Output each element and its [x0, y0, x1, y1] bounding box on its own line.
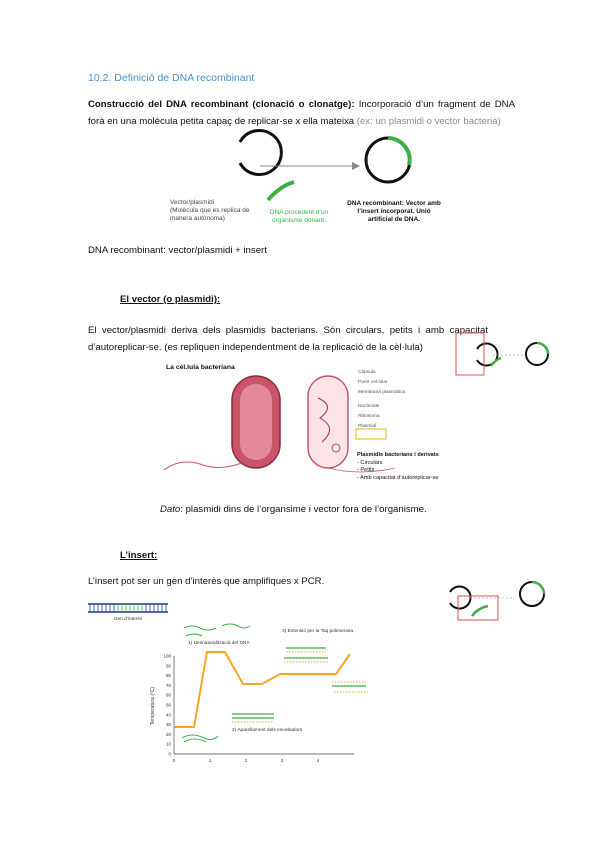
- extension-strands-icon: [284, 647, 368, 693]
- denatured-strands-icon: [183, 623, 251, 637]
- intro-text: Incorporació d’un fragment de DNA forà e…: [88, 99, 516, 127]
- thumb-vector-icon: [476, 342, 499, 367]
- insert-thumb-fragment-icon: [471, 604, 489, 617]
- thumb-insert-icon: [536, 341, 550, 355]
- label-nucleoide: Nucleoide: [358, 404, 380, 409]
- vector-title: Vector/plasmidi: [170, 199, 215, 206]
- insert-thumb-insert-icon: [531, 580, 546, 595]
- flagellum-2-icon: [327, 467, 396, 473]
- arrow-head-icon: [352, 162, 360, 170]
- section-title: 10.2. Definició de DNA recombinant: [88, 72, 255, 84]
- insert-thumb-vector-icon: [449, 585, 472, 610]
- step3-label: 3) Extensió per la Taq polimerasa: [282, 628, 353, 634]
- pcr-y-tick-label: 50: [166, 703, 172, 708]
- flagellum-icon: [163, 461, 245, 471]
- vector-plasmid-icon: [238, 129, 283, 176]
- plasmid-icon: [331, 443, 341, 453]
- plasmid-highlight-box: [355, 428, 387, 440]
- bacteria-labels: Càpsula Paret cel·lular Membrana plasmàt…: [358, 368, 405, 432]
- intro-paragraph: Construcció del DNA recombinant (clonaci…: [88, 96, 515, 130]
- bacteria-title: La cèl.lula bacteriana: [166, 364, 235, 371]
- insert-thumb-diagram: [449, 580, 546, 621]
- pcr-y-tick-label: 80: [166, 673, 172, 678]
- dato-text: : plasmidi dins de l’organsime i vector …: [180, 504, 427, 515]
- insert-segment-icon: [387, 136, 412, 166]
- plasmid-list-heading: Plasmidis bacterians i derivats: [357, 452, 439, 458]
- recombinant-caption: DNA recombinant: Vector amb l’insert inc…: [347, 200, 441, 223]
- insert-thumb-red-box: [457, 595, 499, 621]
- recombinant-diagram: [238, 129, 412, 202]
- insert-paragraph: L’insert pot ser un gen d’interès que am…: [88, 576, 325, 587]
- pcr-y-tick-label: 100: [163, 654, 171, 659]
- thumb-red-box: [455, 332, 485, 376]
- bacterium-cytoplasm: [240, 384, 272, 460]
- pcr-x-tick-label: 1: [209, 758, 212, 763]
- pcr-y-tick-label: 70: [166, 683, 172, 688]
- pcr-x-tick-label: 3: [281, 758, 284, 763]
- dato-label: Dato: [160, 504, 181, 515]
- intro-note: (ex: un plasmidi o vector bacterià): [356, 116, 501, 127]
- pcr-y-tick-label: 30: [166, 722, 172, 727]
- annealing-strands-icon: [232, 713, 274, 723]
- pcr-y-tick-label: 0: [168, 752, 171, 757]
- pcr-temperature-line: [174, 651, 351, 728]
- vector-desc: (Molècula que es replica de manera autòn…: [170, 207, 250, 222]
- vector-heading: El vector (o plasmidi):: [120, 294, 221, 305]
- pcr-x-tick-label: 0: [173, 758, 176, 763]
- intro-bold: Construcció del DNA recombinant (clonaci…: [88, 99, 355, 110]
- pcr-x-ticks: 0 1 2 3 4: [173, 758, 320, 763]
- pcr-y-tick-label: 20: [166, 732, 172, 737]
- thumb-fragment-icon: [489, 356, 502, 367]
- nucleoid-icon: [317, 397, 330, 443]
- cooling-strands-icon: [181, 734, 219, 743]
- label-plasmidi: Plasmidi: [358, 424, 377, 429]
- vector-paragraph: El vector/plasmidi deriva dels plasmidis…: [88, 325, 488, 353]
- step2-label: 2) Aparellament dels encebadors: [232, 727, 303, 733]
- gene-label: Gen d’interès: [114, 616, 143, 622]
- pcr-x-tick-label: 4: [317, 758, 320, 763]
- vector-caption: Vector/plasmidi (Molècula que es replica…: [170, 199, 270, 223]
- plasmid-item-2: - Petits: [357, 467, 375, 473]
- dna-fragment-icon: [266, 180, 295, 202]
- bacterium-section-icon: [307, 375, 349, 469]
- plasmid-item-1: - Circulars: [357, 459, 383, 466]
- label-capsula: Càpsula: [358, 370, 376, 375]
- plasmid-item-3: - Amb capacitat d’autoreplicar-se: [357, 474, 439, 481]
- label-ribosoma: Ribosoma: [358, 414, 380, 419]
- gene-dna-icon: [88, 603, 168, 613]
- dato-line: Dato: plasmidi dins de l’organsime i vec…: [160, 504, 427, 515]
- pcr-y-tick-label: 60: [166, 693, 172, 698]
- pcr-y-label: Temperatura (ºC): [150, 687, 156, 726]
- pcr-y-tick-label: 90: [166, 663, 172, 668]
- dna-donor-caption: DNA procedent d’un organisme donant.: [269, 209, 329, 224]
- bacteria-figure: [163, 375, 396, 473]
- insert-heading: L’insert:: [120, 550, 158, 561]
- pcr-y-tick-label: 10: [166, 742, 172, 747]
- step1-label: 1) Desnaturalització del DNA: [188, 640, 250, 646]
- pcr-x-tick-label: 2: [245, 758, 248, 763]
- label-membrana: Membrana plasmàtica: [358, 390, 406, 395]
- gene-dna-rungs: [89, 604, 167, 612]
- plasmid-list: Plasmidis bacterians i derivats - Circul…: [357, 452, 439, 482]
- formula-text: DNA recombinant: vector/plasmidi + inser…: [88, 245, 267, 256]
- pcr-y-tick-label: 40: [166, 712, 172, 717]
- label-paret: Paret cel·lular: [358, 380, 388, 385]
- vector-thumb-diagram: [455, 332, 550, 376]
